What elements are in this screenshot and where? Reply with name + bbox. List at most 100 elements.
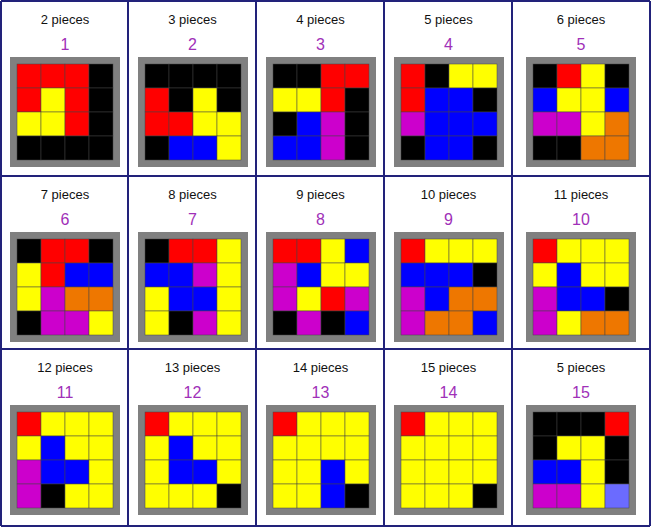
grid-line [1, 175, 650, 177]
board-square [557, 263, 581, 287]
board-square [65, 136, 89, 160]
board-square [297, 484, 321, 508]
grid-line [0, 1, 2, 526]
board-square [605, 112, 629, 136]
piece-count: 12 pieces [2, 360, 128, 375]
board-square [169, 88, 193, 112]
board-square [41, 412, 65, 436]
board-square [273, 64, 297, 88]
puzzle-number: 2 [129, 36, 256, 54]
board-square [401, 64, 425, 88]
board-square [145, 239, 169, 263]
board-square [65, 412, 89, 436]
board-square [89, 311, 113, 335]
board-square [425, 311, 449, 335]
board-square [449, 112, 473, 136]
board-frame [526, 232, 636, 342]
board-square [605, 436, 629, 460]
board-square [533, 484, 557, 508]
board-frame [266, 405, 376, 515]
board-square [557, 412, 581, 436]
piece-count: 8 pieces [129, 187, 256, 202]
puzzle-cell: 3 pieces2 [129, 2, 256, 176]
board-square [193, 136, 217, 160]
board-square [401, 263, 425, 287]
board-square [425, 88, 449, 112]
board-square [605, 136, 629, 160]
puzzle-number: 8 [257, 211, 384, 229]
board-square [473, 88, 497, 112]
puzzle-number: 3 [257, 36, 384, 54]
piece-count: 5 pieces [385, 12, 512, 27]
board-square [581, 436, 605, 460]
board-square [345, 64, 369, 88]
board-square [17, 287, 41, 311]
board-square [89, 88, 113, 112]
board-square [17, 484, 41, 508]
board-square [401, 460, 425, 484]
board-square [193, 287, 217, 311]
board-square [449, 311, 473, 335]
puzzle-number: 15 [513, 384, 649, 402]
board-square [273, 112, 297, 136]
board-square [425, 412, 449, 436]
board-frame [138, 232, 248, 342]
board-square [273, 239, 297, 263]
board-square [605, 484, 629, 508]
board-frame [10, 232, 120, 342]
board-square [65, 64, 89, 88]
puzzle-cell: 6 pieces5 [513, 2, 649, 176]
board-square [321, 436, 345, 460]
grid-line [511, 1, 513, 526]
board-square [449, 436, 473, 460]
board-square [533, 412, 557, 436]
board-square [321, 64, 345, 88]
board-square [217, 311, 241, 335]
board-square [217, 287, 241, 311]
grid-line [383, 1, 385, 526]
board-square [449, 64, 473, 88]
puzzle-cell: 13 pieces12 [129, 350, 256, 525]
board-square [345, 263, 369, 287]
board-square [41, 311, 65, 335]
board-square [169, 263, 193, 287]
puzzle-number: 13 [257, 384, 384, 402]
board-square [401, 287, 425, 311]
board-square [89, 484, 113, 508]
board-square [533, 460, 557, 484]
board-square [41, 88, 65, 112]
board-square [321, 112, 345, 136]
board-square [345, 412, 369, 436]
board-square [473, 263, 497, 287]
piece-count: 14 pieces [257, 360, 384, 375]
piece-count: 10 pieces [385, 187, 512, 202]
puzzle-number: 4 [385, 36, 512, 54]
board-square [449, 484, 473, 508]
board-square [581, 311, 605, 335]
piece-count: 5 pieces [513, 360, 649, 375]
puzzle-number: 9 [385, 211, 512, 229]
board-square [297, 239, 321, 263]
board-square [605, 412, 629, 436]
board-square [473, 112, 497, 136]
board-square [273, 436, 297, 460]
board-square [605, 263, 629, 287]
board-square [473, 239, 497, 263]
board-square [449, 263, 473, 287]
puzzle-number: 11 [2, 384, 128, 402]
board-square [533, 136, 557, 160]
board-square [273, 88, 297, 112]
puzzle-number: 7 [129, 211, 256, 229]
puzzle-cell: 5 pieces 4 [385, 2, 512, 176]
board-square [145, 412, 169, 436]
board-square [581, 64, 605, 88]
board-square [17, 460, 41, 484]
piece-count: 9 pieces [257, 187, 384, 202]
grid-line [255, 1, 257, 526]
board-square [581, 239, 605, 263]
board-square [65, 436, 89, 460]
board-square [297, 287, 321, 311]
board-square [449, 460, 473, 484]
board-square [533, 263, 557, 287]
piece-count: 2 pieces [2, 12, 128, 27]
